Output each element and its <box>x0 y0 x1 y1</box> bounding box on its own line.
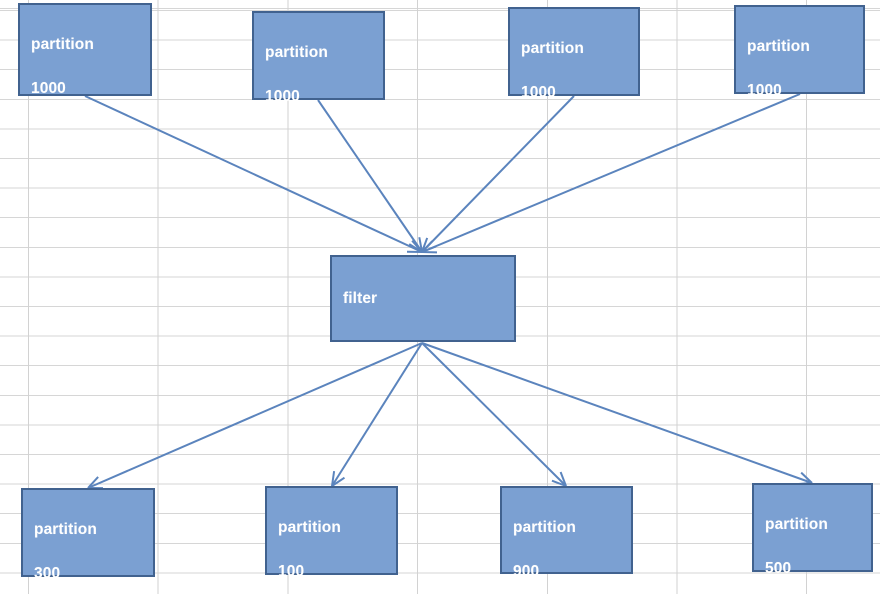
node-label: partition <box>765 516 828 533</box>
node-label: partition <box>31 36 94 53</box>
node-value: 100 <box>278 563 305 580</box>
node-label: partition <box>747 38 810 55</box>
node-filter[interactable]: filter <box>330 255 516 342</box>
node-label: partition <box>513 519 576 536</box>
node-input-2[interactable]: partition 1000 <box>252 11 385 105</box>
node-value: 500 <box>765 560 792 577</box>
node-label: partition <box>521 40 584 57</box>
node-label: partition <box>34 521 97 538</box>
node-value: 300 <box>34 565 61 582</box>
node-input-4[interactable]: partition 1000 <box>734 5 865 99</box>
node-value: 1000 <box>521 84 556 101</box>
node-value: 1000 <box>31 80 66 97</box>
node-value: 900 <box>513 563 540 580</box>
node-input-1[interactable]: partition 1000 <box>18 3 152 97</box>
node-label: partition <box>265 44 328 61</box>
node-label: partition <box>278 519 341 536</box>
node-output-2[interactable]: partition 100 <box>265 486 398 580</box>
node-label: filter <box>343 290 378 307</box>
node-input-3[interactable]: partition 1000 <box>508 7 640 101</box>
node-output-4[interactable]: partition 500 <box>752 483 873 577</box>
node-output-3[interactable]: partition 900 <box>500 486 633 580</box>
node-output-1[interactable]: partition 300 <box>21 488 155 582</box>
node-value: 1000 <box>747 82 782 99</box>
node-value: 1000 <box>265 88 300 105</box>
